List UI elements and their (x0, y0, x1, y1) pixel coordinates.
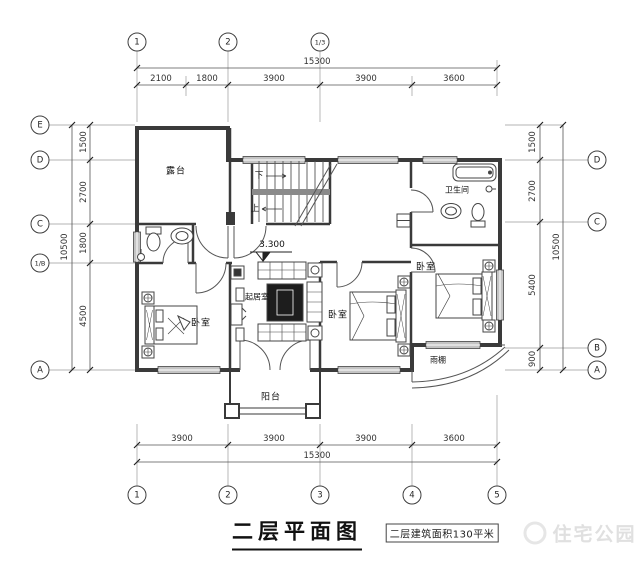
balcony-walls (224, 370, 321, 419)
grid-bubble-right-d: D (587, 150, 607, 170)
bathroom-left-fixtures (137, 226, 194, 261)
dim-right-seg-1: 1500 (528, 131, 538, 153)
doors (162, 189, 436, 371)
stair-label-up: 上 (250, 204, 260, 214)
dim-right-total: 10500 (552, 233, 562, 261)
bedroom-middle-furniture (349, 275, 411, 357)
room-label-balcony: 阳台 (260, 392, 282, 403)
dim-top-seg-1: 2100 (150, 74, 172, 84)
sheet-title: 二层平面图 (232, 516, 362, 551)
dim-top-seg-3: 3900 (263, 74, 285, 84)
dim-bottom-seg-4: 3600 (443, 434, 465, 444)
dim-left-seg-2: 2700 (79, 181, 89, 203)
grid-bubble-bottom-3: 3 (310, 485, 330, 505)
grid-bubble-bottom-4: 4 (402, 485, 422, 505)
grid-bubble-left-e: E (30, 115, 50, 135)
dim-top-seg-5: 3600 (443, 74, 465, 84)
living-room-furniture (230, 261, 323, 342)
grid-bubble-top-1: 1 (127, 32, 147, 52)
stair-label-down: 下 (254, 171, 264, 181)
grid-bubble-top-2: 2 (218, 32, 238, 52)
grid-bubble-right-b: B (587, 338, 607, 358)
grid-bubble-right-a: A (587, 360, 607, 380)
bathroom-upper-fixtures (440, 163, 497, 228)
bedroom-left-furniture (141, 291, 198, 359)
grid-bubble-left-1b: 1/B (30, 253, 50, 273)
dim-top-seg-4: 3900 (355, 74, 377, 84)
watermark-logo-icon (523, 521, 547, 545)
grid-bubble-bottom-2: 2 (218, 485, 238, 505)
dim-right-seg-3: 5400 (528, 274, 538, 296)
grid-bubble-right-c: C (587, 212, 607, 232)
dim-left-total: 10500 (60, 233, 70, 261)
grid-bubble-top-1-3: 1/3 (310, 32, 330, 52)
room-label-terrace: 露台 (165, 166, 187, 177)
dim-right-seg-4: 900 (528, 350, 538, 368)
dim-bottom-total: 15300 (303, 451, 331, 461)
dim-right-seg-2: 2700 (528, 180, 538, 202)
dim-left-seg-1: 1500 (79, 131, 89, 153)
dim-left-seg-4: 4500 (79, 305, 89, 327)
room-label-bathroom-upper: 卫生间 (445, 185, 469, 195)
dim-top-seg-2: 1800 (196, 74, 218, 84)
watermark-text: 住宅公园 (552, 523, 637, 546)
level-marker (250, 251, 292, 263)
grid-bubble-bottom-5: 5 (487, 485, 507, 505)
bedroom-right-furniture (435, 259, 496, 333)
dim-left-seg-3: 1800 (79, 232, 89, 254)
dimension-ticks (68, 64, 567, 466)
level-label: 3.300 (259, 240, 285, 250)
room-label-bedroom-left: 卧室 (190, 318, 212, 329)
grid-bubble-left-a: A (30, 360, 50, 380)
windows (133, 156, 504, 374)
room-label-living: 起居室 (245, 292, 269, 302)
rug (266, 283, 304, 322)
dim-bottom-seg-2: 3900 (263, 434, 285, 444)
dim-top-total: 15300 (303, 57, 331, 67)
grid-bubble-left-d: D (30, 150, 50, 170)
room-label-bedroom-right: 卧室 (415, 262, 437, 273)
staircase (252, 161, 338, 227)
area-label-box: 二层建筑面积130平米 (385, 523, 499, 543)
stair-landing (252, 189, 330, 195)
room-label-canopy: 雨棚 (430, 355, 446, 365)
hall-cabinet (396, 213, 411, 228)
grid-bubble-bottom-1: 1 (127, 485, 147, 505)
canopy-outline (411, 344, 510, 389)
grid-bubble-left-c: C (30, 214, 50, 234)
interior-walls (137, 128, 500, 370)
axis-extension-lines (49, 51, 588, 486)
room-label-bedroom-middle: 卧室 (327, 310, 349, 321)
dim-bottom-seg-1: 3900 (171, 434, 193, 444)
dimension-lines (71, 67, 564, 463)
watermark: 住宅公园 (523, 520, 636, 547)
dim-bottom-seg-3: 3900 (355, 434, 377, 444)
